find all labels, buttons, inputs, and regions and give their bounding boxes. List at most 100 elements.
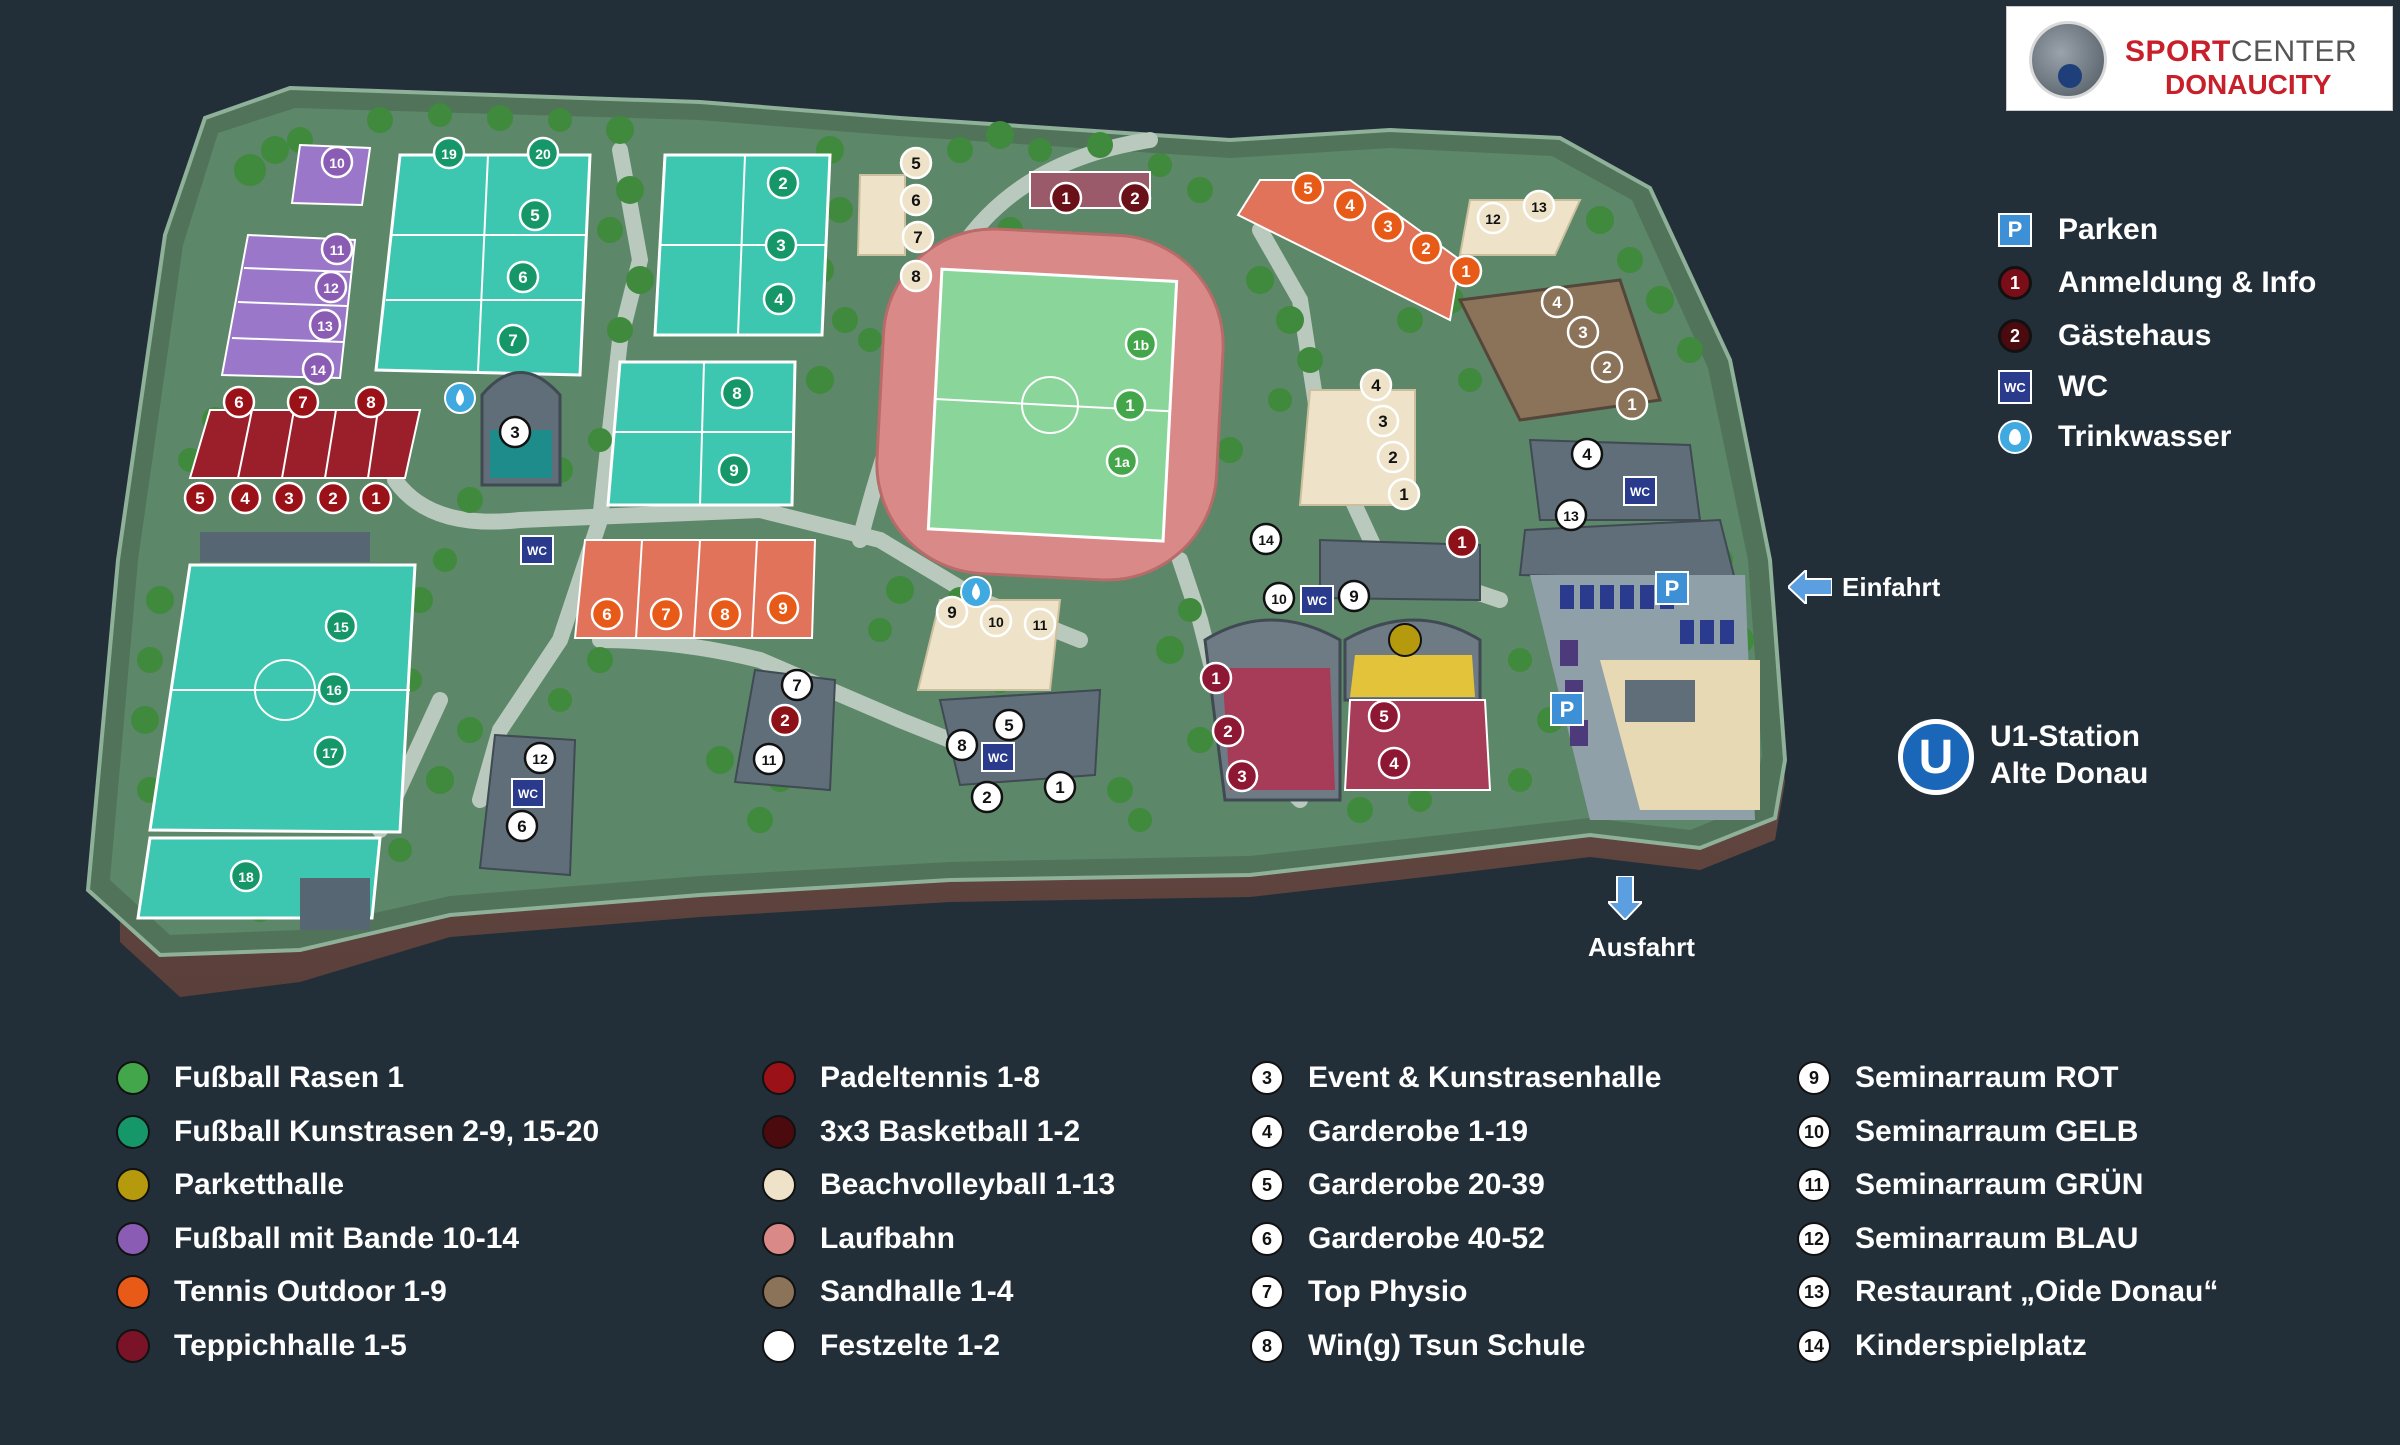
sportcenter-logo[interactable]: SPORTCENTER DONAUCITY <box>2006 6 2393 111</box>
marker-beach-13[interactable]: 13 <box>1522 189 1556 223</box>
marker-padel-4[interactable]: 4 <box>228 481 262 515</box>
marker-basketball-1[interactable]: 1 <box>1049 181 1083 215</box>
marker-beach-7[interactable]: 7 <box>901 220 935 254</box>
map-wc-icon[interactable]: WC <box>1300 585 1334 615</box>
marker-sandhalle-1[interactable]: 1 <box>1615 387 1649 421</box>
marker-numbered-11[interactable]: 11 <box>752 742 786 776</box>
map-wc-icon[interactable]: WC <box>520 535 554 565</box>
legend-number-icon: 4 <box>1250 1115 1284 1149</box>
marker-numbered-12[interactable]: 12 <box>523 741 557 775</box>
marker-tennis-7[interactable]: 7 <box>649 597 683 631</box>
marker-tennis-8[interactable]: 8 <box>708 597 742 631</box>
map-parking-icon[interactable]: P <box>1550 692 1584 726</box>
marker-padel-7[interactable]: 7 <box>286 385 320 419</box>
marker-numbered-7[interactable]: 7 <box>780 668 814 702</box>
marker-beach-3[interactable]: 3 <box>1366 404 1400 438</box>
marker-kunstrasen-2[interactable]: 2 <box>766 166 800 200</box>
marker-tennis-9[interactable]: 9 <box>766 591 800 625</box>
marker-beach-8[interactable]: 8 <box>899 259 933 293</box>
marker-numbered-4[interactable]: 4 <box>1570 437 1604 471</box>
marker-label: 8 <box>957 736 966 755</box>
marker-label: 3 <box>1237 767 1246 786</box>
marker-padel-3[interactable]: 3 <box>272 481 306 515</box>
marker-teppich-3[interactable]: 3 <box>1225 759 1259 793</box>
marker-tennis-4[interactable]: 4 <box>1333 188 1367 222</box>
marker-beach-2[interactable]: 2 <box>1376 440 1410 474</box>
marker-kunstrasen-5[interactable]: 5 <box>518 198 552 232</box>
marker-kunstrasen-15[interactable]: 15 <box>324 609 358 643</box>
guesthouse-marker-icon: 2 <box>1998 319 2032 353</box>
marker-padel-1[interactable]: 1 <box>359 481 393 515</box>
marker-label: 1 <box>1211 669 1220 688</box>
map-wc-label: WC <box>1630 485 1650 499</box>
marker-kunstrasen-17[interactable]: 17 <box>313 735 347 769</box>
marker-numbered-5[interactable]: 5 <box>992 708 1026 742</box>
marker-tennis-3[interactable]: 3 <box>1371 209 1405 243</box>
marker-beach-12[interactable]: 12 <box>1476 201 1510 235</box>
marker-sandhalle-4[interactable]: 4 <box>1540 285 1574 319</box>
marker-rasen-1b[interactable]: 1b <box>1124 327 1158 361</box>
marker-basketball-2[interactable]: 2 <box>1118 181 1152 215</box>
exit-label: Ausfahrt <box>1588 932 1695 962</box>
marker-bande-10[interactable]: 10 <box>320 145 354 179</box>
marker-padel-5[interactable]: 5 <box>183 481 217 515</box>
marker-label: 10 <box>988 614 1004 630</box>
marker-rasen-1[interactable]: 1 <box>1113 388 1147 422</box>
marker-teppich-5[interactable]: 5 <box>1367 699 1401 733</box>
marker-numbered-6[interactable]: 6 <box>505 809 539 843</box>
marker-kunstrasen-6[interactable]: 6 <box>506 260 540 294</box>
marker-kunstrasen-9[interactable]: 9 <box>717 453 751 487</box>
marker-kunstrasen-20[interactable]: 20 <box>526 136 560 170</box>
marker-kunstrasen-3[interactable]: 3 <box>764 228 798 262</box>
map-drinking-water-icon[interactable] <box>960 576 992 608</box>
map-drinking-water-icon[interactable] <box>444 382 476 414</box>
marker-tennis-2[interactable]: 2 <box>1409 231 1443 265</box>
marker-numbered-3[interactable]: 3 <box>498 415 532 449</box>
map-parking-icon[interactable]: P <box>1655 571 1689 605</box>
marker-beach-6[interactable]: 6 <box>899 183 933 217</box>
marker-teppich-1[interactable]: 1 <box>1199 661 1233 695</box>
marker-bande-13[interactable]: 13 <box>308 308 342 342</box>
marker-padel-2[interactable]: 2 <box>316 481 350 515</box>
marker-info-1[interactable]: 1 <box>1445 525 1479 559</box>
map-wc-icon[interactable]: WC <box>1623 476 1657 506</box>
marker-beach-1[interactable]: 1 <box>1387 477 1421 511</box>
marker-info-2[interactable]: 2 <box>768 703 802 737</box>
marker-festzelt-2[interactable]: 2 <box>970 780 1004 814</box>
marker-kunstrasen-7[interactable]: 7 <box>496 323 530 357</box>
marker-beach-5[interactable]: 5 <box>899 146 933 180</box>
marker-tennis-6[interactable]: 6 <box>590 597 624 631</box>
marker-beach-9[interactable]: 9 <box>935 595 969 629</box>
marker-kunstrasen-19[interactable]: 19 <box>432 136 466 170</box>
marker-beach-11[interactable]: 11 <box>1023 607 1057 641</box>
marker-rasen-1a[interactable]: 1a <box>1105 444 1139 478</box>
marker-beach-4[interactable]: 4 <box>1359 368 1393 402</box>
map-wc-icon[interactable]: WC <box>981 742 1015 772</box>
marker-sandhalle-2[interactable]: 2 <box>1590 350 1624 384</box>
map-wc-icon[interactable]: WC <box>511 778 545 808</box>
marker-numbered-10[interactable]: 10 <box>1262 581 1296 615</box>
marker-padel-6[interactable]: 6 <box>222 385 256 419</box>
marker-festzelt-1[interactable]: 1 <box>1043 770 1077 804</box>
marker-label: 1a <box>1114 454 1130 470</box>
marker-kunstrasen-16[interactable]: 16 <box>317 672 351 706</box>
marker-tennis-1[interactable]: 1 <box>1449 254 1483 288</box>
marker-numbered-14[interactable]: 14 <box>1249 522 1283 556</box>
marker-padel-8[interactable]: 8 <box>354 385 388 419</box>
marker-bande-11[interactable]: 11 <box>320 232 354 266</box>
marker-teppich-4[interactable]: 4 <box>1377 746 1411 780</box>
marker-numbered-13[interactable]: 13 <box>1554 498 1588 532</box>
marker-sandhalle-3[interactable]: 3 <box>1566 315 1600 349</box>
marker-kunstrasen-18[interactable]: 18 <box>229 859 263 893</box>
marker-tennis-5[interactable]: 5 <box>1291 171 1325 205</box>
marker-beach-10[interactable]: 10 <box>979 604 1013 638</box>
marker-bande-14[interactable]: 14 <box>301 352 335 386</box>
marker-kunstrasen-8[interactable]: 8 <box>720 376 754 410</box>
marker-numbered-8[interactable]: 8 <box>945 728 979 762</box>
marker-numbered-9[interactable]: 9 <box>1337 579 1371 613</box>
marker-kunstrasen-4[interactable]: 4 <box>762 282 796 316</box>
marker-bande-12[interactable]: 12 <box>314 270 348 304</box>
legend-number-icon: 8 <box>1250 1329 1284 1363</box>
marker-teppich-2[interactable]: 2 <box>1211 714 1245 748</box>
